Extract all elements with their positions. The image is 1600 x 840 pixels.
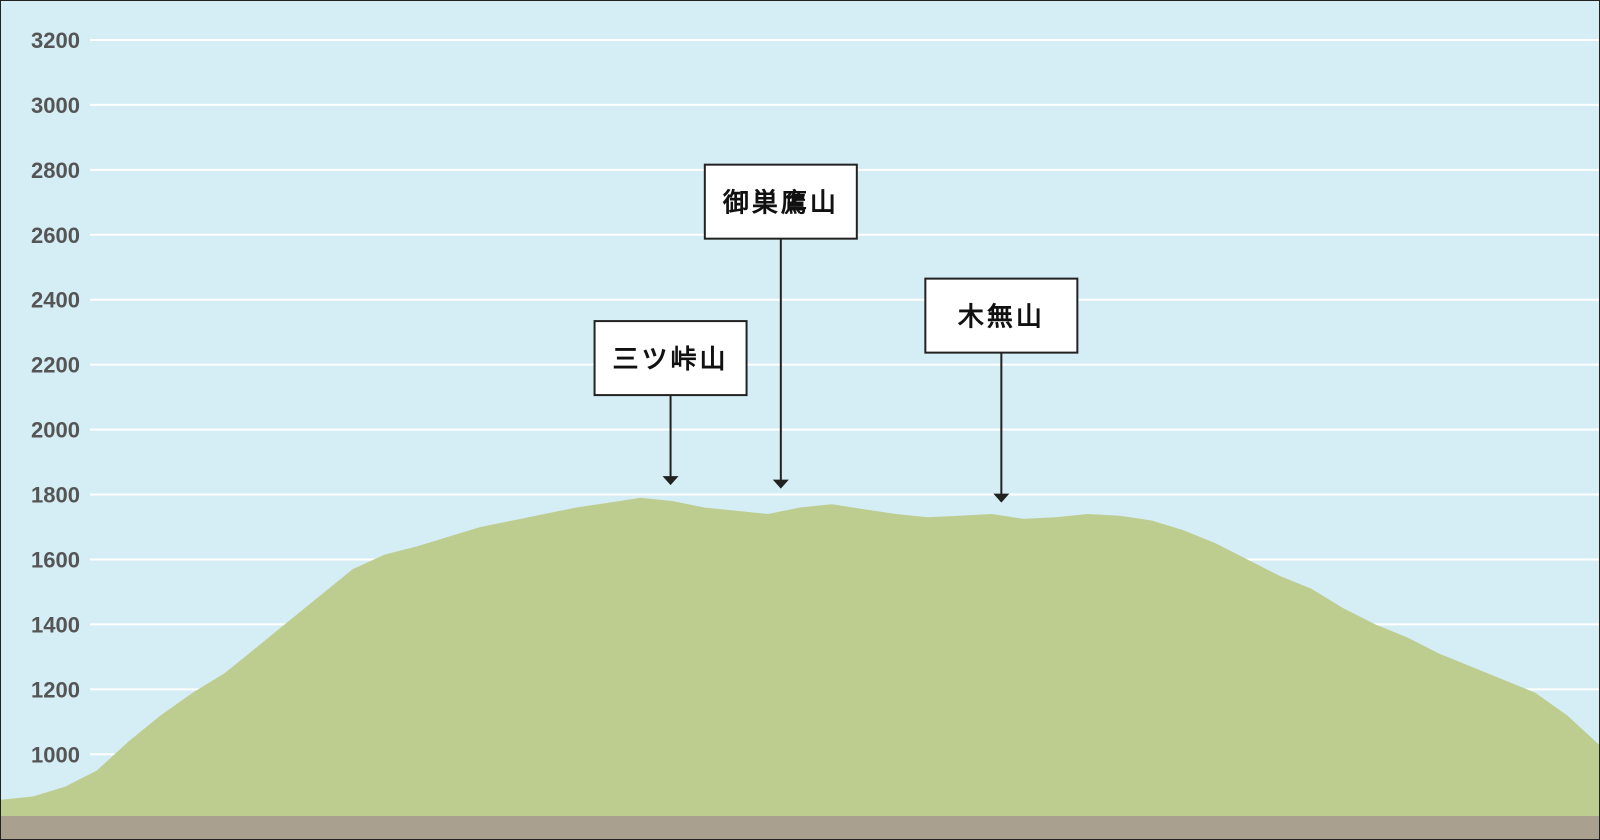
y-tick-label: 1600 <box>31 547 80 572</box>
peak-label-box <box>593 320 748 397</box>
y-tick-label: 2400 <box>31 288 80 313</box>
peak-pointer-arrow <box>993 493 1010 503</box>
peak-label: 木無山 <box>957 303 1045 333</box>
y-tick-label: 2800 <box>31 158 80 183</box>
peak-label: 三ツ峠山 <box>613 345 729 375</box>
peak-pointer-arrow <box>662 476 679 486</box>
y-tick-label: 3200 <box>31 28 80 53</box>
y-tick-label: 2000 <box>31 418 80 443</box>
y-tick-label: 1000 <box>31 742 80 767</box>
peak-label: 御巣鷹山 <box>722 188 839 219</box>
terrain-area <box>1 497 1599 816</box>
y-tick-label: 1400 <box>31 612 80 637</box>
y-tick-label: 2200 <box>31 353 80 378</box>
peak-pointer-arrow <box>772 479 789 489</box>
ground-strip <box>0 816 1600 840</box>
y-tick-label: 3000 <box>31 93 80 118</box>
peak-label-box <box>703 163 858 240</box>
y-tick-label: 2600 <box>31 223 80 248</box>
y-tick-label: 1200 <box>31 677 80 702</box>
peak-label-box <box>924 277 1079 354</box>
y-tick-label: 1800 <box>31 483 80 508</box>
